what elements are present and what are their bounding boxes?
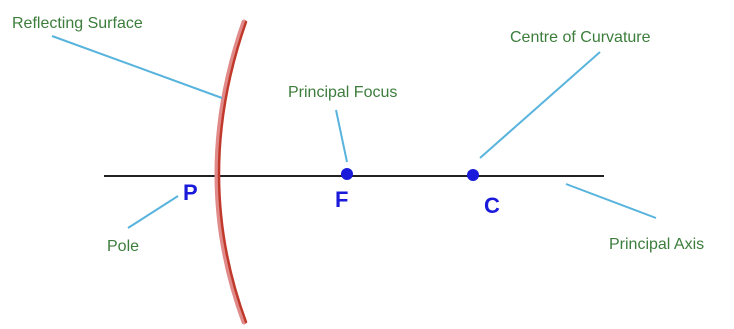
leader-reflecting-surface <box>51 35 223 99</box>
focus-point <box>341 168 353 180</box>
leader-principal-axis <box>565 183 657 219</box>
centre-of-curvature-label: Centre of Curvature <box>510 29 651 46</box>
leader-centre-of-curvature <box>479 51 601 159</box>
reflecting-surface-label: Reflecting Surface <box>12 15 143 32</box>
leader-pole <box>127 195 179 229</box>
pole-letter: P <box>183 180 198 205</box>
pole-label: Pole <box>107 238 139 255</box>
focus-letter: F <box>335 187 348 212</box>
principal-axis-label: Principal Axis <box>609 236 704 253</box>
centre-letter: C <box>484 193 500 218</box>
centre-point <box>467 169 479 181</box>
mirror-surface-highlight <box>214 19 247 325</box>
mirror-surface <box>217 20 248 324</box>
leader-principal-focus <box>335 109 348 163</box>
principal-focus-label: Principal Focus <box>288 84 397 101</box>
